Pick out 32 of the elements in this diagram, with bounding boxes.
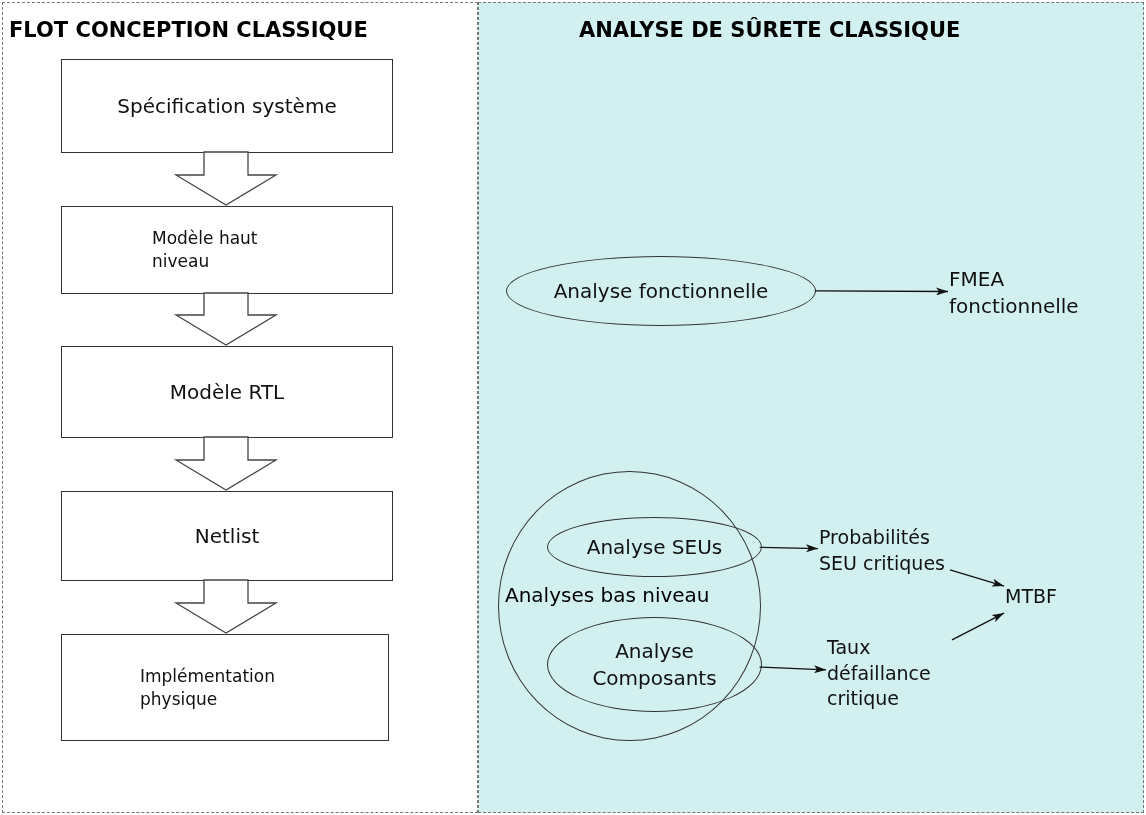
panel-title: FLOT CONCEPTION CLASSIQUE xyxy=(9,17,368,44)
node-label: Modèle RTL xyxy=(169,378,285,406)
node-label: FMEA fonctionnelle xyxy=(949,266,1080,320)
arrow xyxy=(759,544,819,553)
arrow xyxy=(814,287,949,296)
group-label: Analyses bas niveau xyxy=(505,582,710,609)
block-arrow xyxy=(173,292,279,346)
node-label: Analyse fonctionnelle xyxy=(553,277,769,305)
node-label: Probabilités SEU critiques xyxy=(819,525,946,576)
process-box xyxy=(61,491,393,581)
dashed-panel xyxy=(2,2,478,813)
arrow xyxy=(951,612,1005,641)
process-box xyxy=(61,206,393,294)
ellipse-node xyxy=(547,617,762,712)
arrow xyxy=(758,665,827,674)
block-arrow xyxy=(173,436,279,491)
node-label: Taux défaillance critique xyxy=(827,635,932,712)
shaded-panel xyxy=(478,2,1144,813)
block-arrow xyxy=(173,579,279,634)
panel-title: ANALYSE DE SÛRETE CLASSIQUE xyxy=(579,16,961,44)
node-label: Implémentation physique xyxy=(140,664,276,711)
process-box xyxy=(61,59,393,153)
node-label: MTBF xyxy=(1005,584,1057,610)
node-label: Analyse Composants xyxy=(591,637,718,692)
node-label: Analyse SEUs xyxy=(586,533,723,561)
process-box xyxy=(61,634,389,741)
block-arrow xyxy=(173,151,279,206)
node-label: Spécification système xyxy=(117,92,337,120)
node-label: Modèle haut niveau xyxy=(152,227,259,273)
arrow xyxy=(949,569,1005,587)
node-label: Netlist xyxy=(194,522,260,550)
process-box xyxy=(61,346,393,438)
